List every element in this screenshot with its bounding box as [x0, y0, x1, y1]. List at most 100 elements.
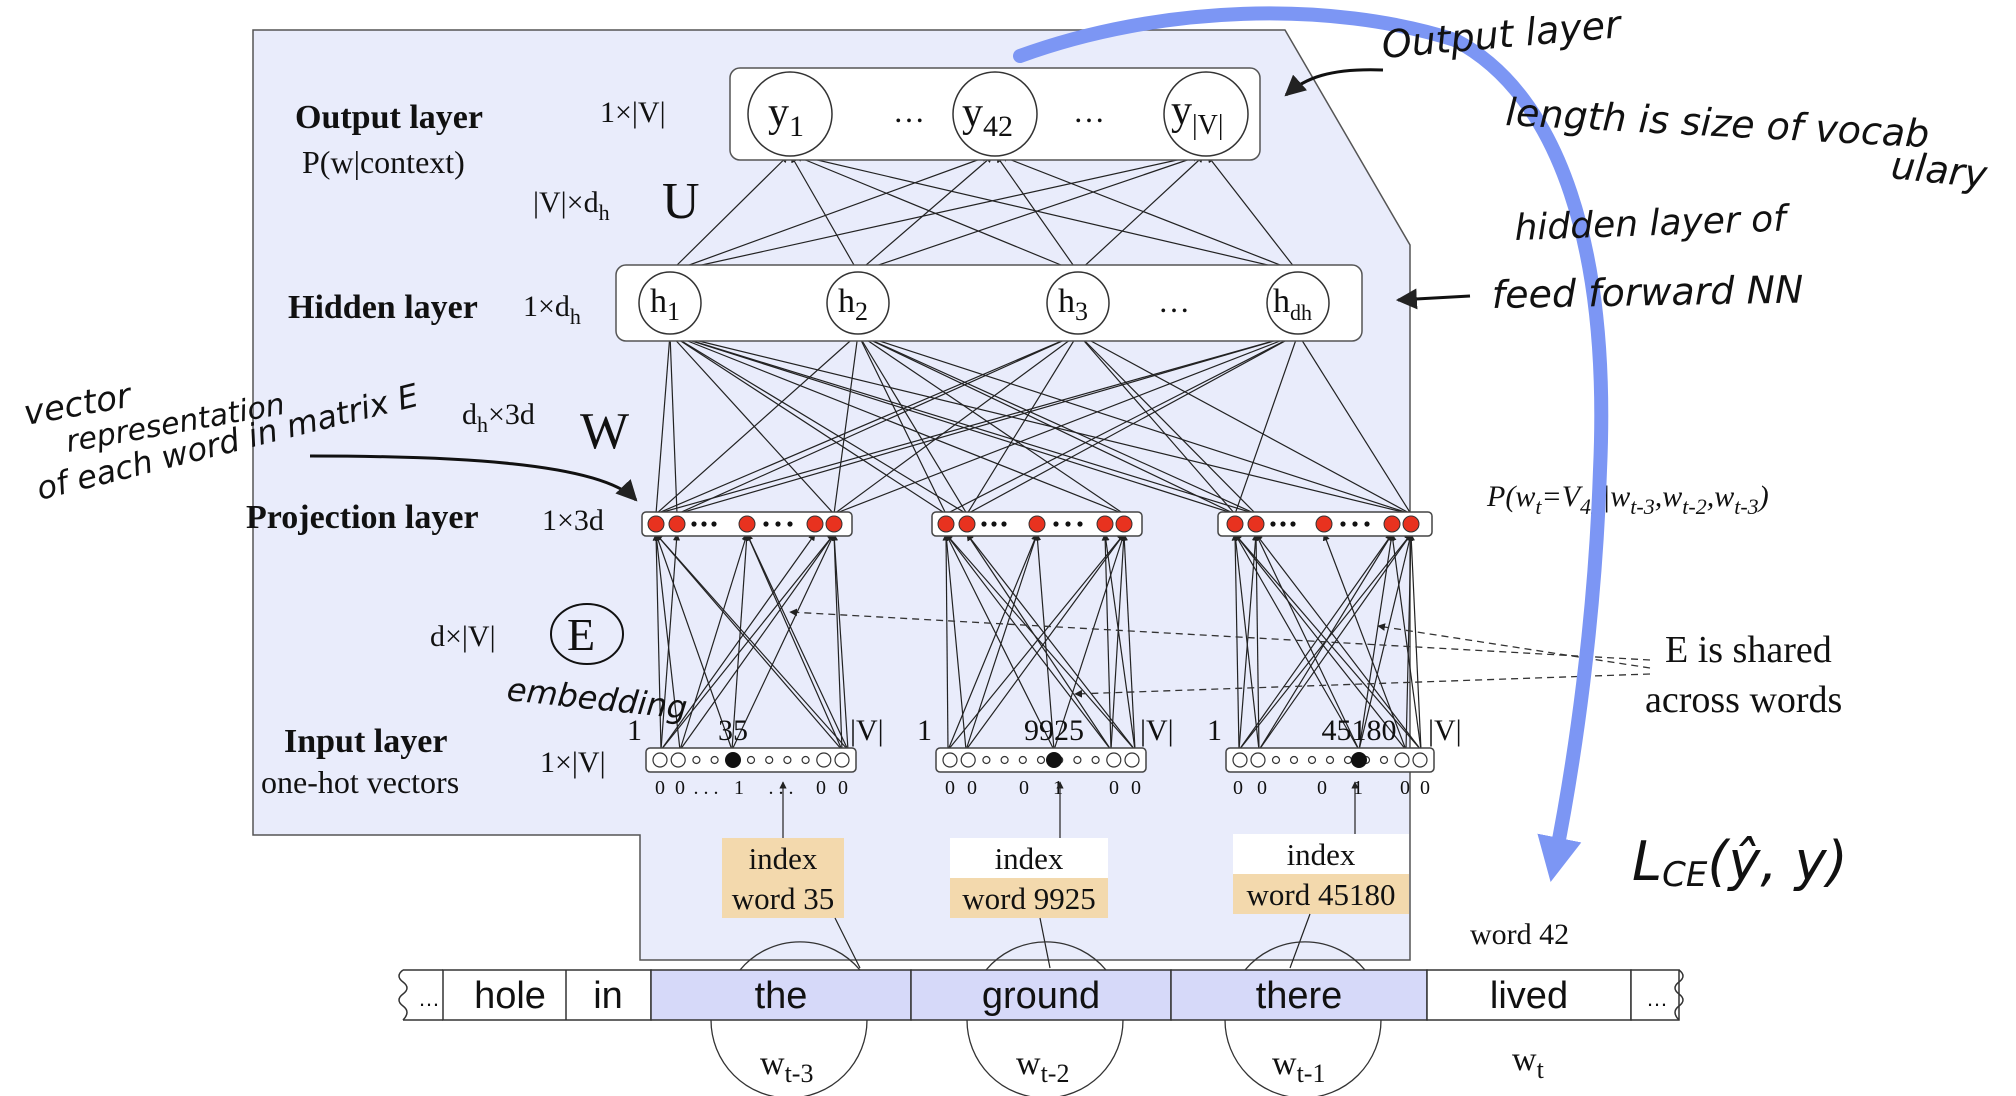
input-unit — [765, 755, 774, 765]
shared-note-line1: E is shared — [1665, 629, 1832, 671]
input-unit — [816, 752, 832, 768]
svg-text:h3: h3 — [1058, 283, 1088, 326]
input-unit — [1289, 755, 1299, 765]
projection-group — [641, 511, 853, 537]
note-hidden-line2: feed forward NN — [1491, 268, 1803, 317]
hidden-layer-box — [615, 264, 1363, 342]
input-unit — [1343, 755, 1353, 765]
output-layer-sub: P(w|context) — [302, 144, 465, 180]
input-layer-dim: 1×|V| — [540, 746, 606, 779]
projection-ellipsis-dot — [1270, 521, 1276, 527]
input-hot-index: 45180 — [1322, 714, 1397, 747]
output-node: y|V| — [1163, 71, 1249, 157]
projection-ellipsis-dot — [1065, 521, 1071, 527]
projection-ellipsis-dot — [1352, 521, 1358, 527]
input-last-index: |V| — [1428, 714, 1462, 747]
hidden-node: h3 — [1046, 271, 1110, 335]
note-vocab-line2: ulary — [1889, 143, 1990, 197]
input-layer-label: Input layer — [284, 723, 447, 760]
hidden-node: h2 — [826, 271, 890, 335]
projection-group — [1217, 511, 1433, 537]
input-bit: 0 — [838, 777, 848, 799]
word-sequence: … hole in the ground there lived … — [398, 969, 1684, 1021]
input-hot-unit — [1351, 752, 1367, 768]
note-vector-arrow — [309, 454, 638, 502]
input-bit: 0 — [967, 777, 977, 799]
input-unit — [1307, 755, 1317, 765]
output-node: y42 — [952, 71, 1038, 157]
svg-text:y|V|: y|V| — [1171, 88, 1223, 141]
input-first-index: 1 — [917, 714, 932, 747]
input-unit — [783, 755, 792, 765]
input-bit: 0 — [1400, 777, 1410, 799]
projection-ellipsis-dot — [981, 521, 987, 527]
hidden-ellipsis: … — [1158, 283, 1190, 319]
input-unit — [652, 752, 668, 768]
w-matrix-label: W — [580, 403, 629, 460]
output-node: y1 — [747, 71, 833, 157]
input-unit — [942, 752, 958, 768]
note-loss: LCE(ŷ, y) — [1632, 830, 1848, 895]
target-word-label: word 42 — [1470, 918, 1569, 951]
input-bit: 0 — [1233, 777, 1243, 799]
projection-layer-groups — [641, 511, 1433, 537]
output-layer-label: Output layer — [295, 99, 483, 136]
input-first-index: 1 — [1207, 714, 1222, 747]
background-panel — [252, 29, 1411, 961]
u-matrix-label: U — [662, 173, 700, 230]
sequence-left-edge: … — [418, 986, 440, 1011]
output-layer-dim: 1×|V| — [600, 96, 666, 129]
projection-unit — [937, 515, 955, 533]
svg-text:index: index — [995, 841, 1064, 876]
projection-ellipsis-dot — [1290, 521, 1296, 527]
svg-text:hdh: hdh — [1273, 283, 1312, 325]
index-box: index word 35 — [722, 838, 844, 918]
svg-text:index: index — [749, 841, 818, 876]
u-matrix-dim: |V|×dh — [533, 186, 610, 225]
projection-ellipsis-dot — [763, 521, 769, 527]
svg-text:word 45180: word 45180 — [1247, 877, 1396, 912]
projection-ellipsis-dot — [1364, 521, 1370, 527]
input-unit — [982, 755, 991, 765]
svg-text:index: index — [1287, 837, 1356, 872]
input-hot-index: 9925 — [1024, 714, 1084, 747]
projection-layer-dim: 1×3d — [542, 504, 604, 537]
shared-note-line2: across words — [1645, 679, 1842, 721]
projection-unit — [825, 515, 843, 533]
input-unit — [1325, 755, 1335, 765]
projection-layer-label: Projection layer — [246, 499, 479, 536]
handwritten-notes: Output layer length is size of vocab ula… — [21, 2, 1990, 895]
position-label: wt-1 — [1272, 1045, 1325, 1088]
projection-ellipsis-dot — [1280, 521, 1286, 527]
position-label: wt — [1512, 1041, 1545, 1084]
input-unit — [1124, 752, 1140, 768]
input-unit — [834, 752, 850, 768]
svg-text:h1: h1 — [650, 283, 680, 326]
position-label: wt-2 — [1016, 1045, 1069, 1088]
input-unit — [1091, 755, 1100, 765]
input-unit — [1073, 755, 1082, 765]
blue-flow-arrow — [1013, 6, 1609, 882]
output-ellipsis-1: … — [893, 93, 925, 129]
note-vocab-line1: length is size of vocab — [1505, 90, 1931, 156]
input-unit — [692, 755, 701, 765]
input-hot-unit — [725, 752, 741, 768]
note-output-layer: Output layer — [1380, 2, 1625, 67]
projection-ellipsis-dot — [701, 521, 707, 527]
projection-ellipsis-dot — [991, 521, 997, 527]
note-hidden-arrow — [1395, 288, 1471, 310]
projection-unit — [1226, 515, 1244, 533]
sequence-word: in — [593, 975, 623, 1017]
input-unit — [1271, 755, 1281, 765]
hidden-node: hdh — [1266, 271, 1330, 335]
svg-text:word 35: word 35 — [732, 881, 834, 916]
input-bit: 0 — [1131, 777, 1141, 799]
projection-ellipsis-dot — [775, 521, 781, 527]
input-bit: 0 — [1257, 777, 1267, 799]
e-matrix-dim: d×|V| — [430, 620, 496, 653]
input-bit: 0 — [655, 777, 665, 799]
position-markers: wt-3 wt-2 wt-1 wt — [710, 941, 1545, 1096]
